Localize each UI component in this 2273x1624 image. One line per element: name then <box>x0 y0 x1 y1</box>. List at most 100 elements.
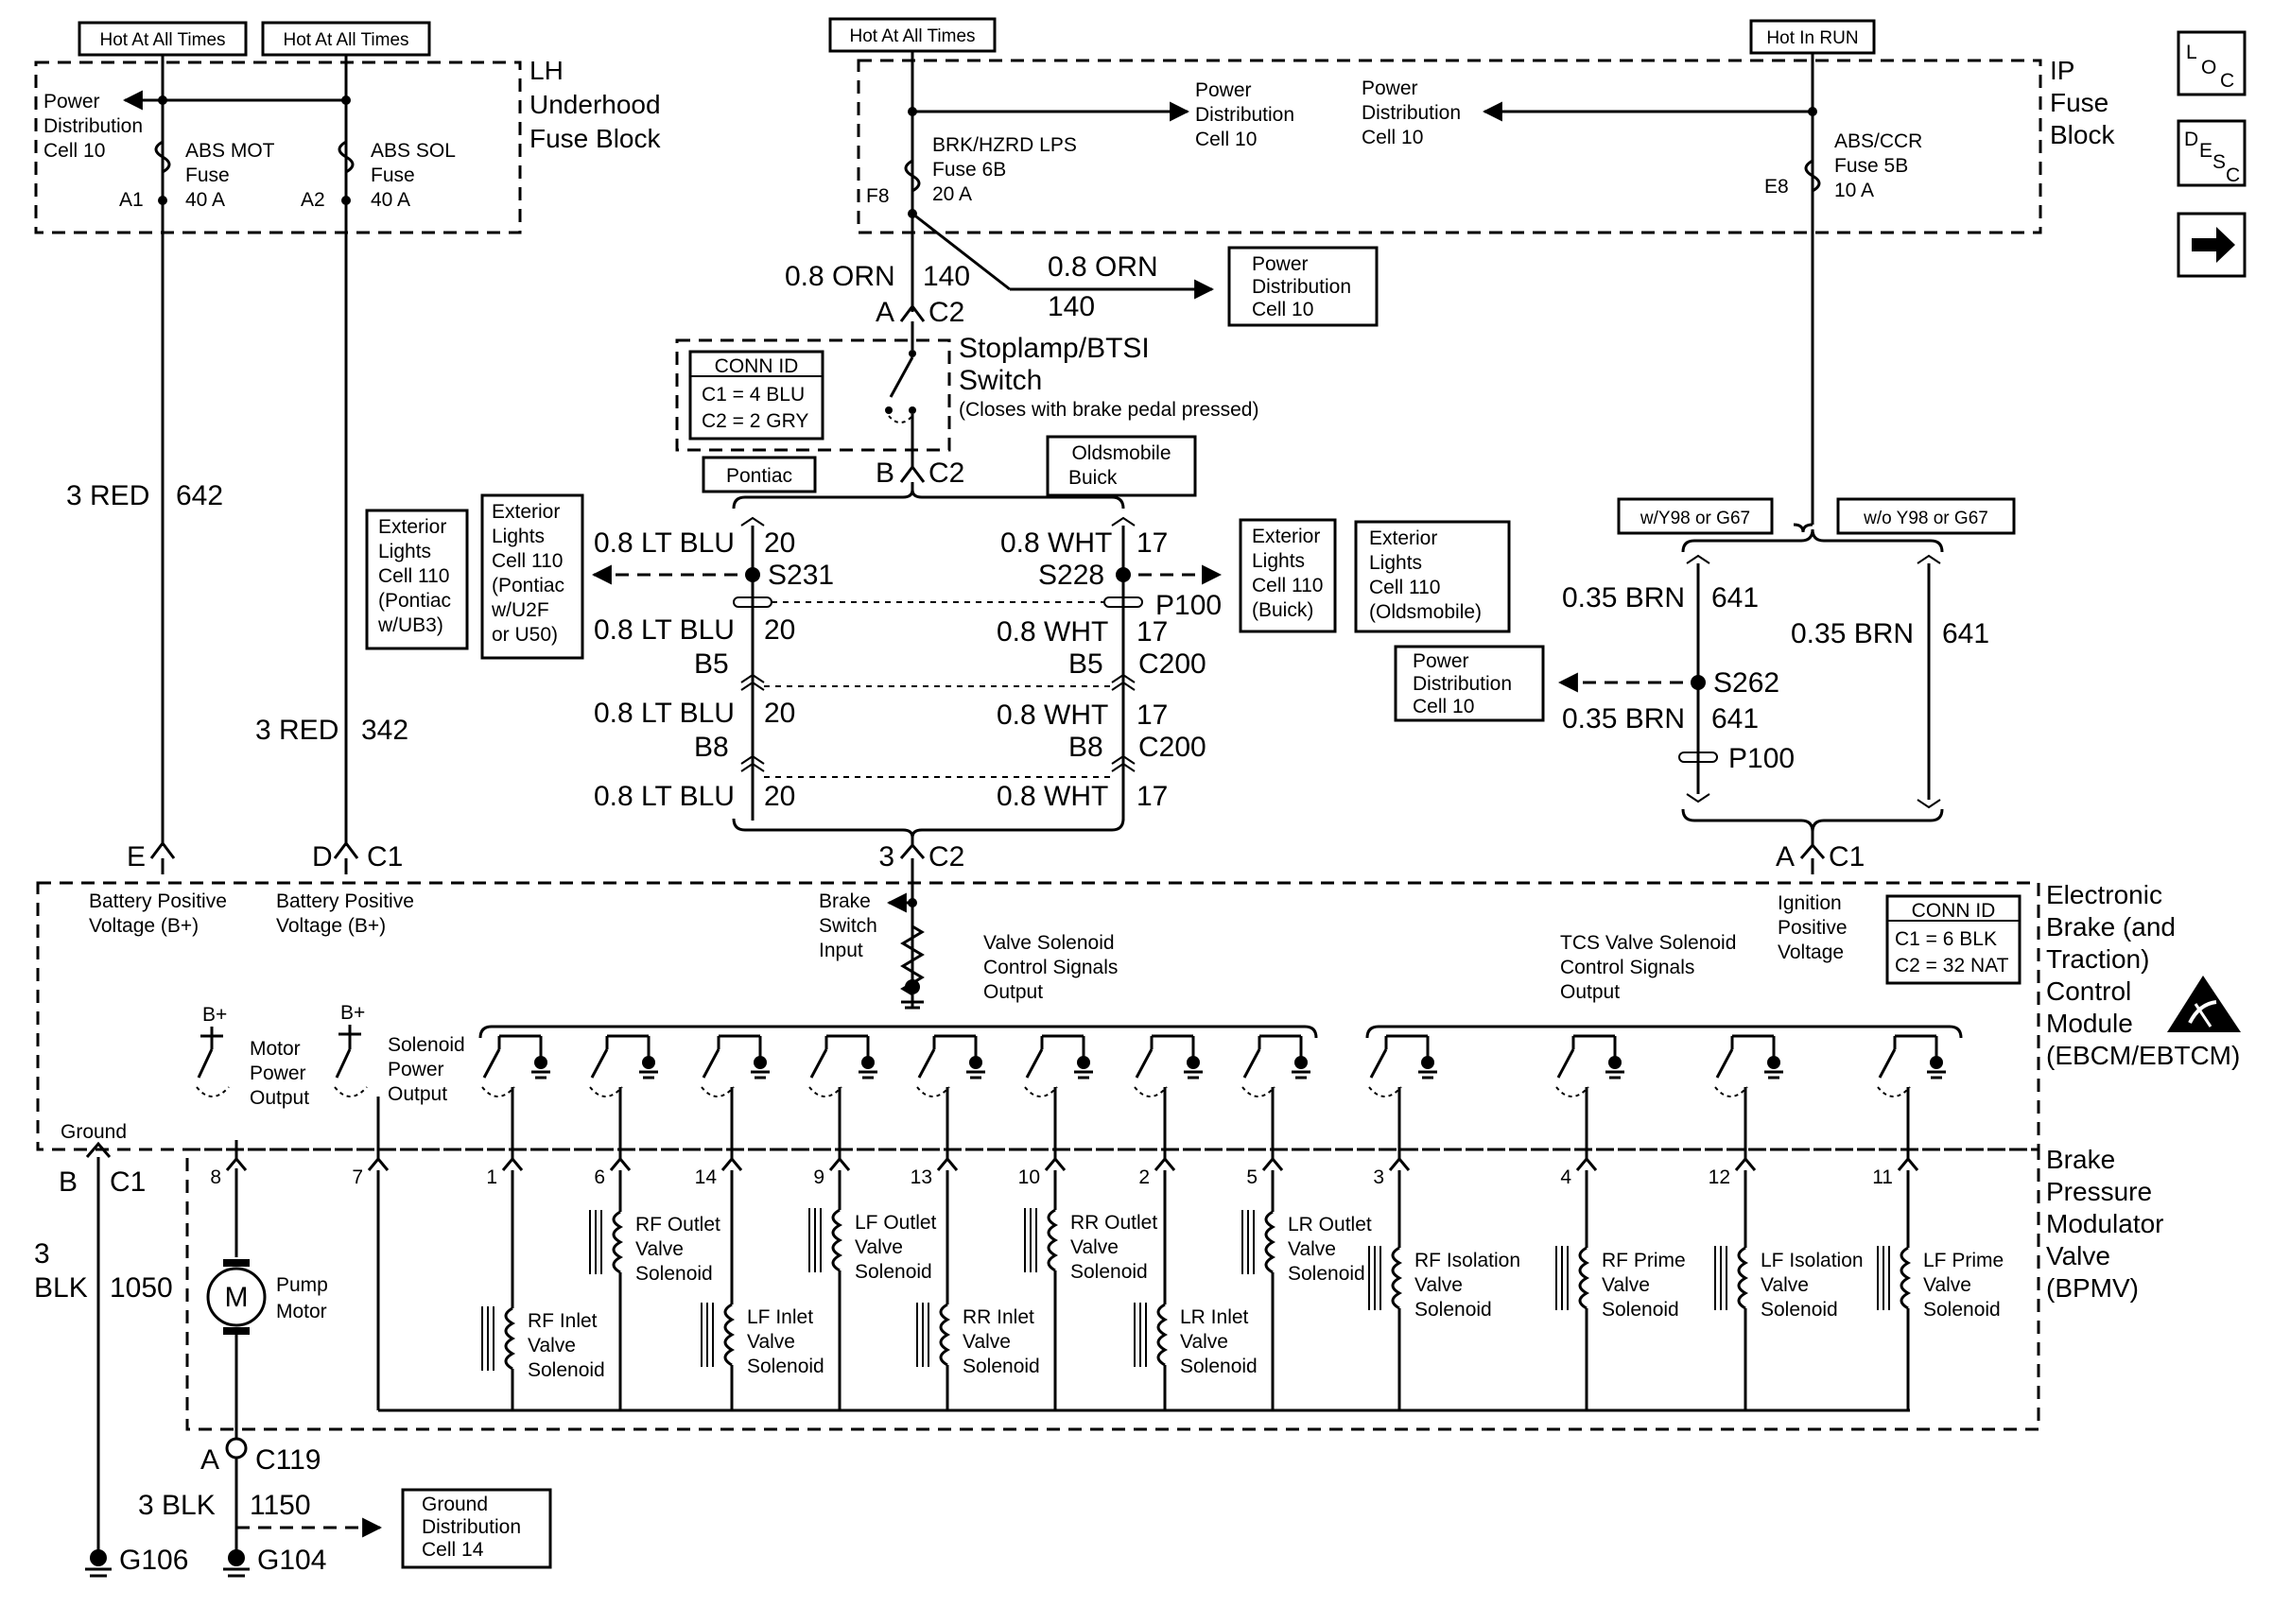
svg-text:G104: G104 <box>257 1545 326 1576</box>
c119-connector <box>225 1437 248 1460</box>
svg-text:Output: Output <box>250 1087 309 1109</box>
svg-text:Cell 110: Cell 110 <box>1252 575 1324 596</box>
svg-text:LF Outlet: LF Outlet <box>855 1212 937 1234</box>
wire-20-color-1: 0.8 LT BLU <box>594 527 735 559</box>
svg-text:0.8 LT BLU: 0.8 LT BLU <box>594 614 735 646</box>
svg-text:B: B <box>876 458 894 489</box>
driver-relay-12 <box>1714 1034 1783 1140</box>
svg-text:D: D <box>2184 129 2198 150</box>
lh-fuse-block-title: LH <box>529 56 564 85</box>
driver-relay-2 <box>1134 1034 1203 1140</box>
wire-342-number: 342 <box>361 715 408 746</box>
brk-hzrd-fuse-label: BRK/HZRD LPS <box>932 134 1077 156</box>
svg-text:(EBCM/EBTCM): (EBCM/EBTCM) <box>2046 1041 2240 1070</box>
svg-text:Valve: Valve <box>747 1331 795 1353</box>
svg-text:Distribution: Distribution <box>1195 104 1294 126</box>
svg-text:C1: C1 <box>1829 841 1865 872</box>
motor-icon <box>206 1267 267 1327</box>
abs-mot-fuse-label: ABS MOT <box>185 140 275 162</box>
coil-icon <box>939 1303 951 1367</box>
solenoid-relay-contact <box>335 1048 352 1079</box>
option-with-y98: w/Y98 or G67 <box>1640 509 1750 528</box>
svg-text:Cell 10: Cell 10 <box>1252 299 1313 320</box>
lh-power-dist-label: Power <box>43 91 100 112</box>
svg-text:Positive: Positive <box>1778 917 1848 939</box>
svg-text:B: B <box>59 1166 78 1198</box>
pump-motor-label: Pump <box>276 1274 328 1296</box>
svg-text:C2 = 2 GRY: C2 = 2 GRY <box>702 410 808 432</box>
variant-bracket-top <box>732 489 1125 510</box>
svg-text:Solenoid: Solenoid <box>528 1359 605 1381</box>
motor-power-output-label: Motor <box>250 1038 301 1060</box>
svg-text:0.8 ORN: 0.8 ORN <box>1048 251 1158 283</box>
svg-text:0.8 LT BLU: 0.8 LT BLU <box>594 698 735 729</box>
power-dist-box-ignition: Power <box>1413 650 1469 672</box>
svg-text:B+: B+ <box>202 1004 227 1026</box>
svg-text:B5: B5 <box>694 648 729 680</box>
ground-dist-box: Ground <box>422 1494 488 1515</box>
svg-text:S231: S231 <box>768 560 834 591</box>
svg-text:Switch: Switch <box>959 365 1042 396</box>
ebcm-title: Electronic <box>2046 880 2162 909</box>
svg-text:641: 641 <box>1942 618 1989 649</box>
ground-g106-icon <box>85 1549 112 1578</box>
ignition-variant-bracket <box>1681 528 1944 553</box>
svg-text:Solenoid: Solenoid <box>1414 1299 1492 1321</box>
svg-text:Fuse 5B: Fuse 5B <box>1834 155 1908 177</box>
next-arrow-icon[interactable] <box>2177 212 2247 278</box>
svg-text:12: 12 <box>1709 1166 1730 1188</box>
svg-text:S228: S228 <box>1038 560 1104 591</box>
svg-text:Modulator: Modulator <box>2046 1209 2164 1238</box>
svg-text:Valve: Valve <box>2046 1241 2110 1270</box>
svg-text:Solenoid: Solenoid <box>1180 1356 1258 1377</box>
svg-text:C200: C200 <box>1138 648 1206 680</box>
ground-icon <box>1608 1056 1622 1069</box>
svg-text:C2 = 32 NAT: C2 = 32 NAT <box>1895 955 2009 976</box>
svg-text:Voltage (B+): Voltage (B+) <box>89 915 199 937</box>
bpmv-pin-6: 6 <box>594 1140 632 1188</box>
abs-sol-fuse-icon <box>338 140 355 174</box>
wire-642-color: 3 RED <box>66 480 149 511</box>
svg-text:Output: Output <box>983 981 1043 1003</box>
ground-icon <box>1294 1056 1308 1069</box>
wire-140-number: 140 <box>923 261 970 292</box>
svg-text:Control Signals: Control Signals <box>1560 957 1694 978</box>
svg-text:14: 14 <box>695 1166 718 1188</box>
svg-text:6: 6 <box>594 1166 605 1188</box>
svg-text:M: M <box>225 1282 249 1313</box>
coil-icon <box>831 1208 843 1272</box>
svg-text:0.8 WHT: 0.8 WHT <box>997 781 1108 812</box>
svg-text:5: 5 <box>1246 1166 1258 1188</box>
svg-text:C: C <box>2220 70 2234 92</box>
bpmv-pin-2: 2 <box>1138 1140 1176 1188</box>
splice-pack-circuit: 0.8 LT BLU 20 0.8 WHT 17 S231 S228 P100 … <box>365 493 1511 874</box>
svg-text:Input: Input <box>819 940 863 961</box>
desc-icon[interactable]: D E S C <box>2177 119 2247 187</box>
variant-bracket-bottom <box>732 818 1125 838</box>
ebcm-ground-label: Ground <box>61 1121 127 1143</box>
svg-text:641: 641 <box>1711 703 1759 734</box>
driver-relay-3 <box>1368 1034 1437 1140</box>
valve-solenoid-signals-label: Valve Solenoid <box>983 932 1115 954</box>
olds-buick-variant-label: Oldsmobile <box>1071 442 1171 464</box>
bpmv-pin-5: 5 <box>1246 1140 1284 1188</box>
loc-icon[interactable]: L O C <box>2177 30 2247 96</box>
wire-1150-number: 1150 <box>250 1490 311 1521</box>
ground-icon <box>1187 1056 1200 1069</box>
svg-text:E8: E8 <box>1764 176 1789 198</box>
lh-underhood-fuse-block: Hot At All Times Hot At All Times Power … <box>34 21 661 234</box>
svg-text:2: 2 <box>1138 1166 1150 1188</box>
stoplamp-switch-box <box>675 338 951 452</box>
svg-text:w/UB3): w/UB3) <box>377 614 443 636</box>
svg-text:17: 17 <box>1136 527 1168 559</box>
svg-text:Cell 14: Cell 14 <box>422 1539 484 1561</box>
svg-text:10: 10 <box>1018 1166 1040 1188</box>
stoplamp-switch-circuit: Power Distribution Cell 10 0.8 ORN 140 0… <box>675 212 1379 510</box>
svg-text:20: 20 <box>764 781 795 812</box>
svg-text:Valve: Valve <box>963 1331 1011 1353</box>
svg-text:Power: Power <box>388 1059 444 1080</box>
